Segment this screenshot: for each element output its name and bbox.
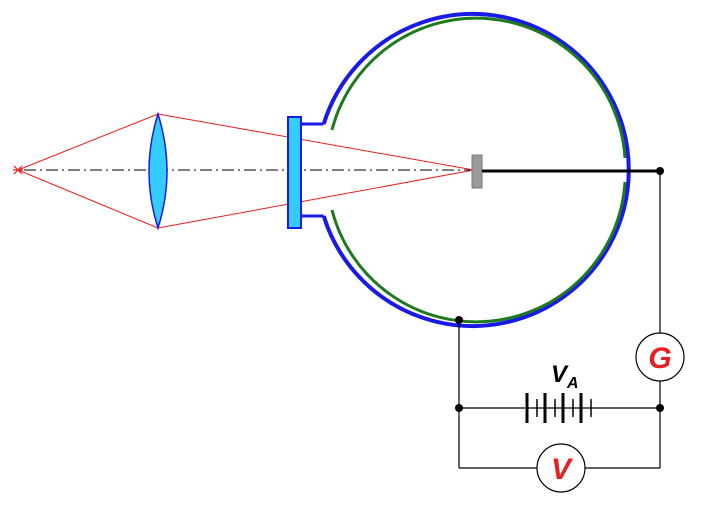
quartz-window	[287, 116, 302, 229]
junction-anode	[455, 316, 463, 324]
cathode-plate	[471, 154, 483, 189]
voltmeter-label: V	[551, 453, 574, 486]
galvanometer-label: G	[648, 342, 671, 375]
junction-cathode-lead	[656, 167, 664, 175]
inner-sphere-green	[330, 16, 627, 159]
galvanometer: G	[635, 332, 685, 382]
light-rays	[17, 113, 475, 229]
ray-source-to-lens-bottom	[17, 169, 159, 229]
battery-icon	[525, 393, 595, 423]
ray-lens-bottom-to-cathode	[157, 169, 475, 229]
source-voltage-subscript: A	[566, 375, 579, 392]
voltmeter: V	[536, 443, 586, 493]
source-voltage-label: VA	[551, 361, 579, 392]
junction-dots	[455, 167, 664, 412]
inner-sphere-green-lower	[330, 181, 627, 324]
ray-lens-top-to-cathode	[157, 113, 475, 171]
light-source-icon	[13, 165, 23, 175]
source-voltage-letter: V	[551, 361, 569, 388]
junction-right-battery	[656, 404, 664, 412]
circuit-wires	[458, 171, 661, 469]
tube-neck	[300, 122, 324, 218]
converging-lens	[148, 111, 168, 231]
voltmeter-circle	[536, 443, 586, 493]
junction-left-battery	[455, 404, 463, 412]
galvanometer-circle	[635, 332, 685, 382]
ray-source-to-lens-top	[17, 113, 159, 171]
